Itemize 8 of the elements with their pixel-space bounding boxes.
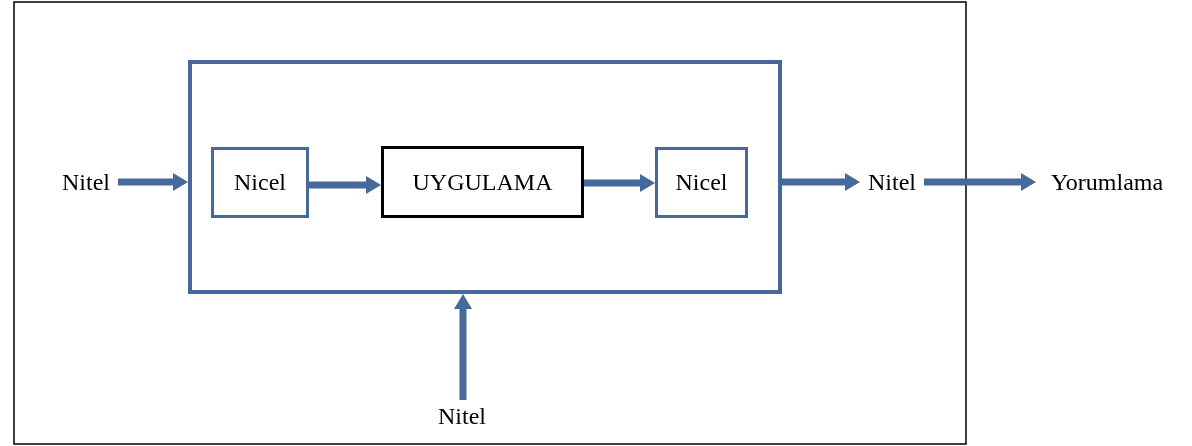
process-box: Nicel <box>655 147 748 218</box>
text-label: Nitel <box>860 166 924 198</box>
text-label: Nitel <box>54 166 118 198</box>
text-label: Yorumlama <box>1036 166 1178 198</box>
container-box <box>188 60 782 294</box>
process-box: Nicel <box>211 147 309 218</box>
process-box: UYGULAMA <box>381 146 584 218</box>
text-label: Nitel <box>430 400 494 432</box>
